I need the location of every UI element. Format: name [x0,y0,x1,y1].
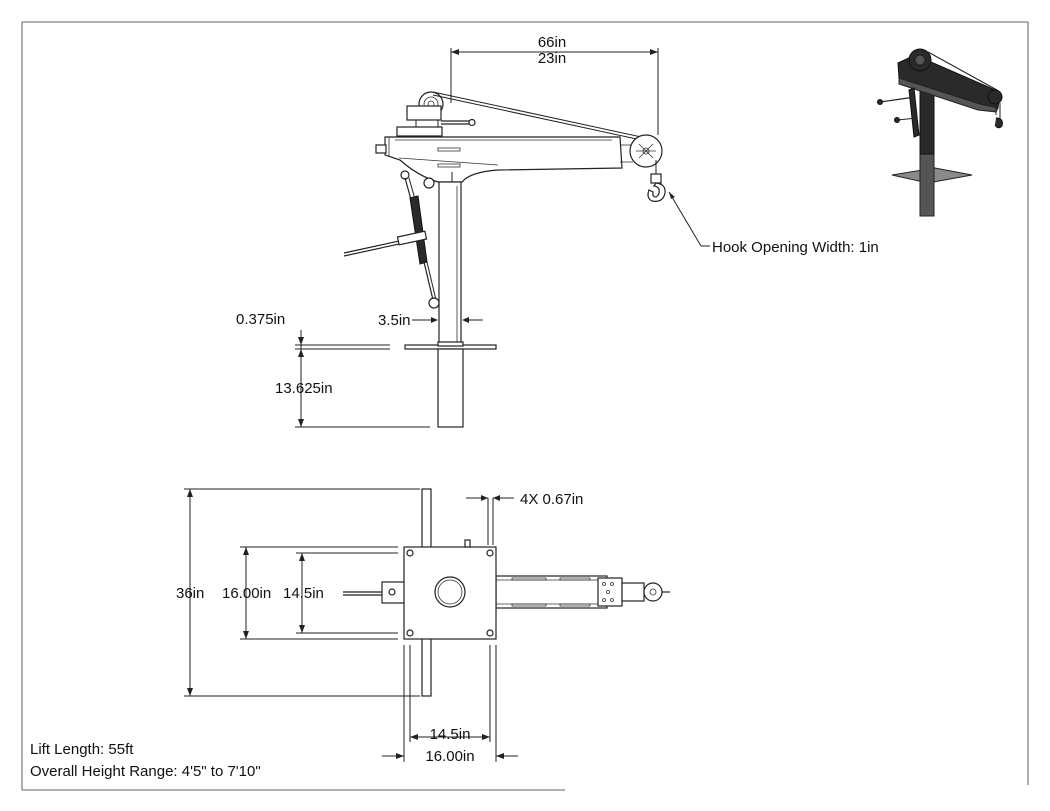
hole-spacing-label: 4X 0.67in [520,491,583,508]
boom-length-dimension: 66in 23in [450,34,659,135]
post-diameter-dimension: 3.5in [378,312,483,329]
post [438,181,462,345]
plate-outer-h-label: 16.00in [425,748,474,765]
post-diameter-label: 3.5in [378,312,411,329]
notes: Lift Length: 55ft Overall Height Range: … [30,741,261,780]
side-view: 66in 23in [236,34,879,428]
overall-width-dimension: 36in [176,488,420,697]
cable [432,91,647,142]
sleeve-depth-label: 13.625in [275,380,333,397]
lift-length-note: Lift Length: 55ft [30,741,134,758]
boom-offset-label: 23in [538,50,566,67]
hook-opening-callout: Hook Opening Width: 1in [668,191,879,256]
plate-inner-h-label: 14.5in [430,726,471,743]
plate-thickness-label: 0.375in [236,311,285,328]
plate-vertical-dimensions: 16.00in 14.5in [222,546,398,640]
sleeve-dimensions: 0.375in 13.625in [236,311,430,428]
top-view: 4X 0.67in 36in 16.00in 14.5in [176,488,670,765]
plate-inner-v-label: 14.5in [283,585,324,602]
boom-length-label: 66in [538,34,566,51]
height-range-note: Overall Height Range: 4'5" to 7'10" [30,763,261,780]
plate-horizontal-dimensions: 14.5in 16.00in [382,645,518,765]
crane-render-thumbnail [877,48,1003,217]
sheave [629,134,663,168]
overall-width-label: 36in [176,585,204,602]
plate-outer-v-label: 16.00in [222,585,271,602]
boom [375,136,633,189]
hole-spacing-dimension: 4X 0.67in [466,491,583,545]
jack [343,170,440,309]
drawing-border [21,21,1029,791]
base-plate [404,341,497,428]
hook-opening-label: Hook Opening Width: 1in [712,239,879,256]
hook [647,160,666,202]
winch [396,91,476,137]
